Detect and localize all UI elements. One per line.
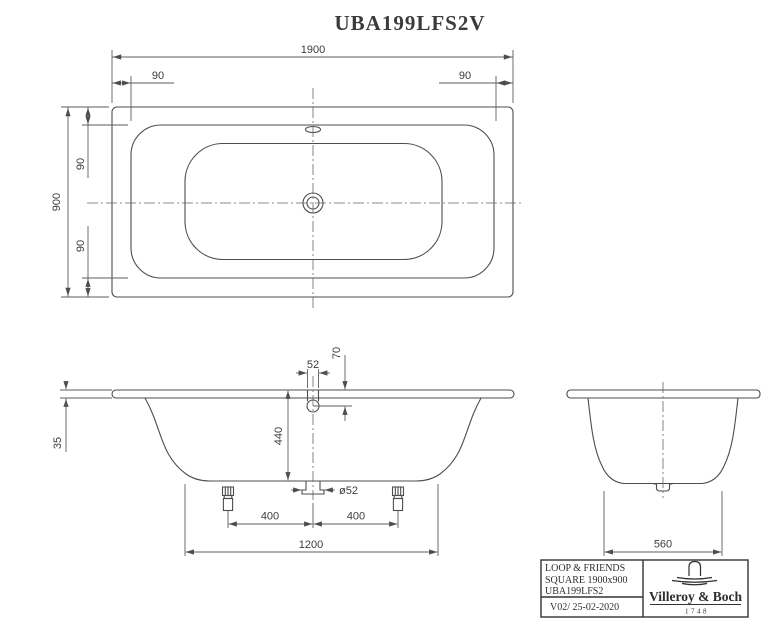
article-number: UBA199LFS2 <box>545 586 603 597</box>
svg-text:400: 400 <box>347 511 365 523</box>
tub-outer-rim <box>111 106 514 298</box>
villeroy-boch-logo-icon <box>671 560 718 586</box>
svg-text:35: 35 <box>52 437 64 449</box>
dim-52: 52 <box>296 359 330 388</box>
drawing-title: UBA199LFS2V <box>334 11 485 35</box>
dim-drain-diameter: ø52 <box>291 485 358 497</box>
svg-text:90: 90 <box>75 240 87 252</box>
svg-text:70: 70 <box>331 347 343 359</box>
end-section-view: 560 <box>566 382 761 556</box>
svg-text:90: 90 <box>152 70 164 82</box>
dim-90-top-left: 90 <box>112 70 174 121</box>
rim-profile-end <box>566 389 761 399</box>
series-name: LOOP & FRIENDS <box>545 563 625 574</box>
dim-560: 560 <box>603 491 723 556</box>
dim-400-right: 400 <box>313 511 399 528</box>
dim-70: 70 <box>331 347 348 421</box>
svg-text:440: 440 <box>273 427 285 445</box>
model-name: SQUARE 1900x900 <box>545 575 628 586</box>
dim-1900: 1900 <box>111 44 514 103</box>
dim-1200: 1200 <box>184 484 439 556</box>
svg-text:560: 560 <box>654 539 672 551</box>
dim-35: 35 <box>52 381 112 452</box>
dim-90-top-right: 90 <box>439 70 513 121</box>
svg-text:ø52: ø52 <box>339 485 358 497</box>
brand-name: Villeroy & Boch <box>649 589 742 604</box>
svg-text:1200: 1200 <box>299 539 323 551</box>
svg-text:400: 400 <box>261 511 279 523</box>
title-block: LOOP & FRIENDS SQUARE 1900x900 UBA199LFS… <box>540 559 749 618</box>
side-section-view: 35 52 70 440 ø52 <box>52 347 515 556</box>
svg-text:900: 900 <box>51 193 63 211</box>
svg-text:90: 90 <box>75 158 87 170</box>
dim-90-left-bottom: 90 <box>75 226 128 297</box>
dim-90-left-top: 90 <box>75 107 128 178</box>
dim-440: 440 <box>273 390 291 481</box>
svg-text:52: 52 <box>307 359 319 371</box>
title-block-frame <box>540 559 749 618</box>
brand-year: 1748 <box>685 608 709 616</box>
tub-floor <box>184 142 443 261</box>
tub-inner-rim <box>130 124 495 279</box>
plan-view: 1900 90 90 900 <box>51 44 523 311</box>
svg-text:1900: 1900 <box>301 44 325 56</box>
foot-icon <box>391 486 405 512</box>
svg-text:90: 90 <box>459 70 471 82</box>
dim-900: 900 <box>51 106 109 298</box>
dim-400-left: 400 <box>227 503 314 528</box>
foot-icon <box>221 486 235 512</box>
revision-date: V02/ 25-02-2020 <box>550 602 619 613</box>
